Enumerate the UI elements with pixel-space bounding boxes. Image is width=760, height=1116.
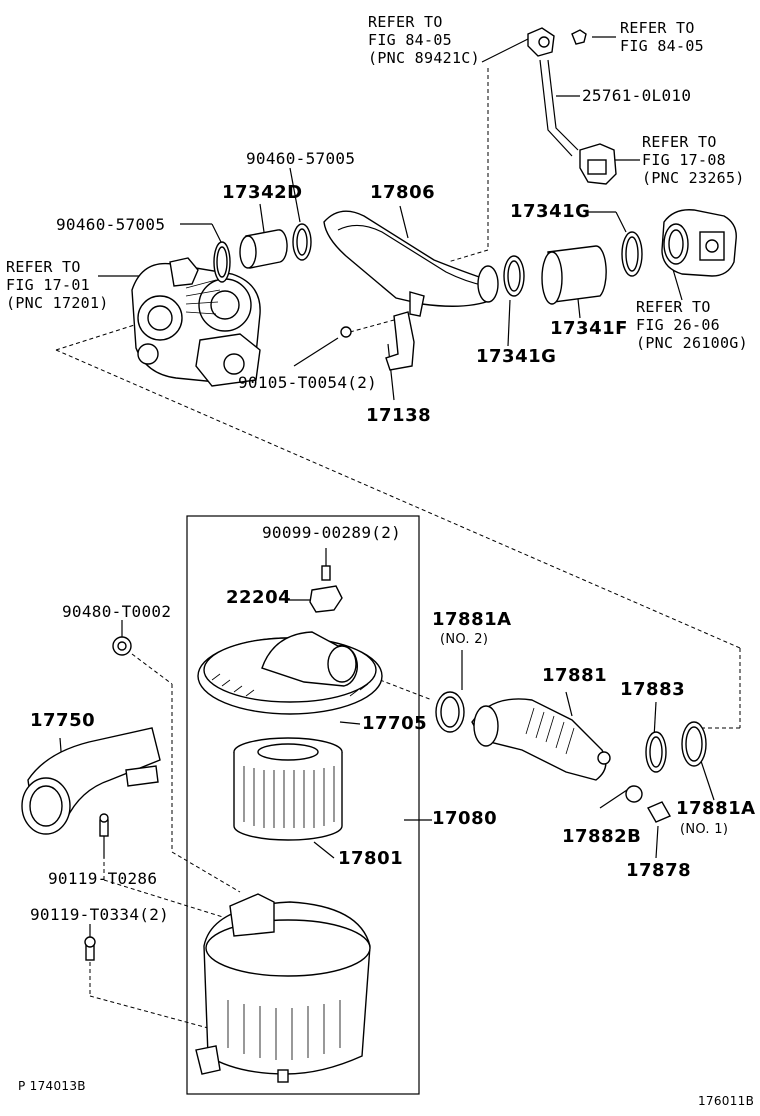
part-17750: 17750	[30, 710, 96, 731]
part-17881A-top: 17881A	[432, 609, 512, 630]
vsv-valve	[579, 143, 617, 185]
outlet-hose-17881	[435, 691, 611, 781]
air-cleaner-case	[195, 893, 371, 1083]
ref-fig-84-05-b: REFER TO FIG 84-05	[620, 19, 704, 55]
part-17341F: 17341F	[550, 318, 628, 339]
filter-element-17801	[233, 737, 343, 841]
label-no-2: (NO. 2)	[440, 632, 489, 647]
bolts-lower	[84, 813, 109, 961]
part-25761-0L010: 25761-0L010	[582, 86, 692, 105]
label-no-1: (NO. 1)	[680, 822, 729, 837]
part-17341G-bottom: 17341G	[476, 346, 557, 367]
inlet-duct-17750	[21, 727, 161, 835]
part-17878: 17878	[626, 860, 692, 881]
throttle-body	[661, 209, 737, 277]
part-17342D: 17342D	[222, 182, 303, 203]
part-90119-T0286: 90119-T0286	[48, 869, 158, 888]
ref-fig-26-06: REFER TO FIG 26-06 (PNC 26100G)	[636, 298, 748, 352]
part-17881A-bottom: 17881A	[676, 798, 756, 819]
part-17705: 17705	[362, 713, 428, 734]
footer-left-code: P 174013B	[18, 1079, 86, 1093]
part-90480-T0002: 90480-T0002	[62, 602, 172, 621]
assembly-box	[186, 515, 420, 1095]
part-90460-57005-top: 90460-57005	[246, 149, 356, 168]
part-90119-T0334: 90119-T0334(2)	[30, 905, 170, 924]
vacuum-sensor	[527, 27, 587, 157]
part-90105-T0054: 90105-T0054(2)	[238, 373, 378, 392]
upper-leaders	[55, 36, 741, 729]
part-17882B: 17882B	[562, 826, 642, 847]
air-cleaner-cap-17705	[197, 631, 383, 715]
ref-fig-17-01: REFER TO FIG 17-01 (PNC 17201)	[6, 258, 109, 312]
intake-pipe-17806	[323, 210, 499, 317]
part-90460-57005-left: 90460-57005	[56, 215, 166, 234]
ref-fig-84-05-a: REFER TO FIG 84-05 (PNC 89421C)	[368, 13, 480, 67]
part-22204: 22204	[226, 587, 292, 608]
part-17806: 17806	[370, 182, 436, 203]
part-17881: 17881	[542, 665, 608, 686]
bracket-17138	[340, 311, 415, 371]
right-hoses	[503, 231, 643, 305]
part-17883: 17883	[620, 679, 686, 700]
right-lower-clamps	[625, 721, 707, 823]
part-90099-00289: 90099-00289(2)	[262, 523, 402, 542]
part-17080: 17080	[432, 808, 498, 829]
part-17341G-top: 17341G	[510, 201, 591, 222]
upper-clamps	[213, 223, 312, 283]
sensor-22204	[309, 565, 343, 613]
part-17138: 17138	[366, 405, 432, 426]
part-17801: 17801	[338, 848, 404, 869]
footer-right-code: 176011B	[698, 1094, 755, 1108]
ref-fig-17-08: REFER TO FIG 17-08 (PNC 23265)	[642, 133, 745, 187]
turbocharger	[131, 257, 261, 387]
